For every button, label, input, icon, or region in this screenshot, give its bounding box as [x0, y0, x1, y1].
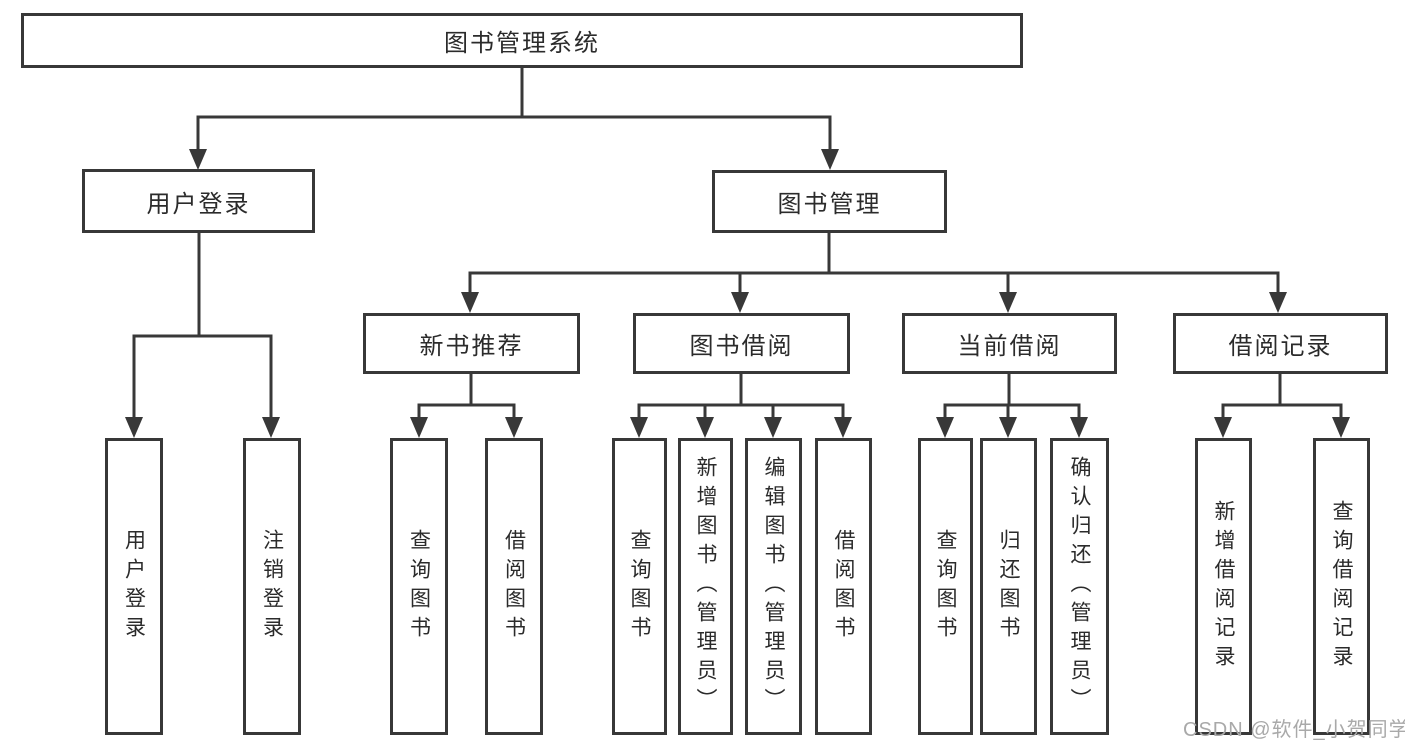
leaf-confirm-return-admin-label: 确认归还（管理员） [1068, 456, 1091, 717]
node-current-borrow-label: 当前借阅 [957, 333, 1062, 360]
leaf-query-books-1: 查询图书 [390, 438, 448, 735]
node-user-login: 用户登录 [82, 169, 315, 233]
leaf-logout-label: 注销登录 [260, 528, 284, 645]
node-root: 图书管理系统 [21, 13, 1023, 68]
node-book-management: 图书管理 [712, 170, 947, 233]
node-book-management-label: 图书管理 [777, 191, 882, 218]
leaf-logout: 注销登录 [243, 438, 301, 735]
node-borrow-records-label: 借阅记录 [1228, 333, 1333, 360]
leaf-add-book-admin: 新增图书（管理员） [678, 438, 733, 735]
node-book-borrow: 图书借阅 [633, 313, 850, 374]
leaf-query-borrow-record: 查询借阅记录 [1313, 438, 1370, 735]
leaf-query-books-2: 查询图书 [612, 438, 667, 735]
leaf-query-books-2-label: 查询图书 [628, 528, 651, 645]
leaf-return-books: 归还图书 [980, 438, 1037, 735]
node-current-borrow: 当前借阅 [902, 313, 1117, 374]
leaf-query-books-3-label: 查询图书 [934, 528, 957, 645]
node-new-book-recommend-label: 新书推荐 [419, 333, 524, 360]
node-new-book-recommend: 新书推荐 [363, 313, 580, 374]
leaf-return-books-label: 归还图书 [997, 528, 1020, 645]
leaf-borrow-books-2: 借阅图书 [815, 438, 872, 735]
leaf-borrow-books-1-label: 借阅图书 [502, 528, 526, 645]
leaf-add-borrow-record: 新增借阅记录 [1195, 438, 1252, 735]
csdn-watermark: CSDN @软件_小贺同学 [1183, 719, 1405, 741]
leaf-add-book-admin-label: 新增图书（管理员） [694, 456, 717, 717]
leaf-query-books-3: 查询图书 [918, 438, 973, 735]
leaf-query-books-1-label: 查询图书 [407, 528, 431, 645]
leaf-query-borrow-record-label: 查询借阅记录 [1330, 499, 1353, 674]
leaf-borrow-books-2-label: 借阅图书 [832, 528, 855, 645]
leaf-confirm-return-admin: 确认归还（管理员） [1050, 438, 1109, 735]
node-book-borrow-label: 图书借阅 [689, 333, 794, 360]
leaf-borrow-books-1: 借阅图书 [485, 438, 543, 735]
leaf-edit-book-admin: 编辑图书（管理员） [745, 438, 802, 735]
node-root-label: 图书管理系统 [444, 30, 600, 57]
leaf-add-borrow-record-label: 新增借阅记录 [1212, 499, 1235, 674]
leaf-edit-book-admin-label: 编辑图书（管理员） [762, 456, 785, 717]
node-user-login-label: 用户登录 [146, 190, 251, 218]
leaf-user-login-label: 用户登录 [122, 528, 146, 645]
arrowheads [125, 149, 1350, 438]
leaf-user-login: 用户登录 [105, 438, 163, 735]
node-borrow-records: 借阅记录 [1173, 313, 1388, 374]
